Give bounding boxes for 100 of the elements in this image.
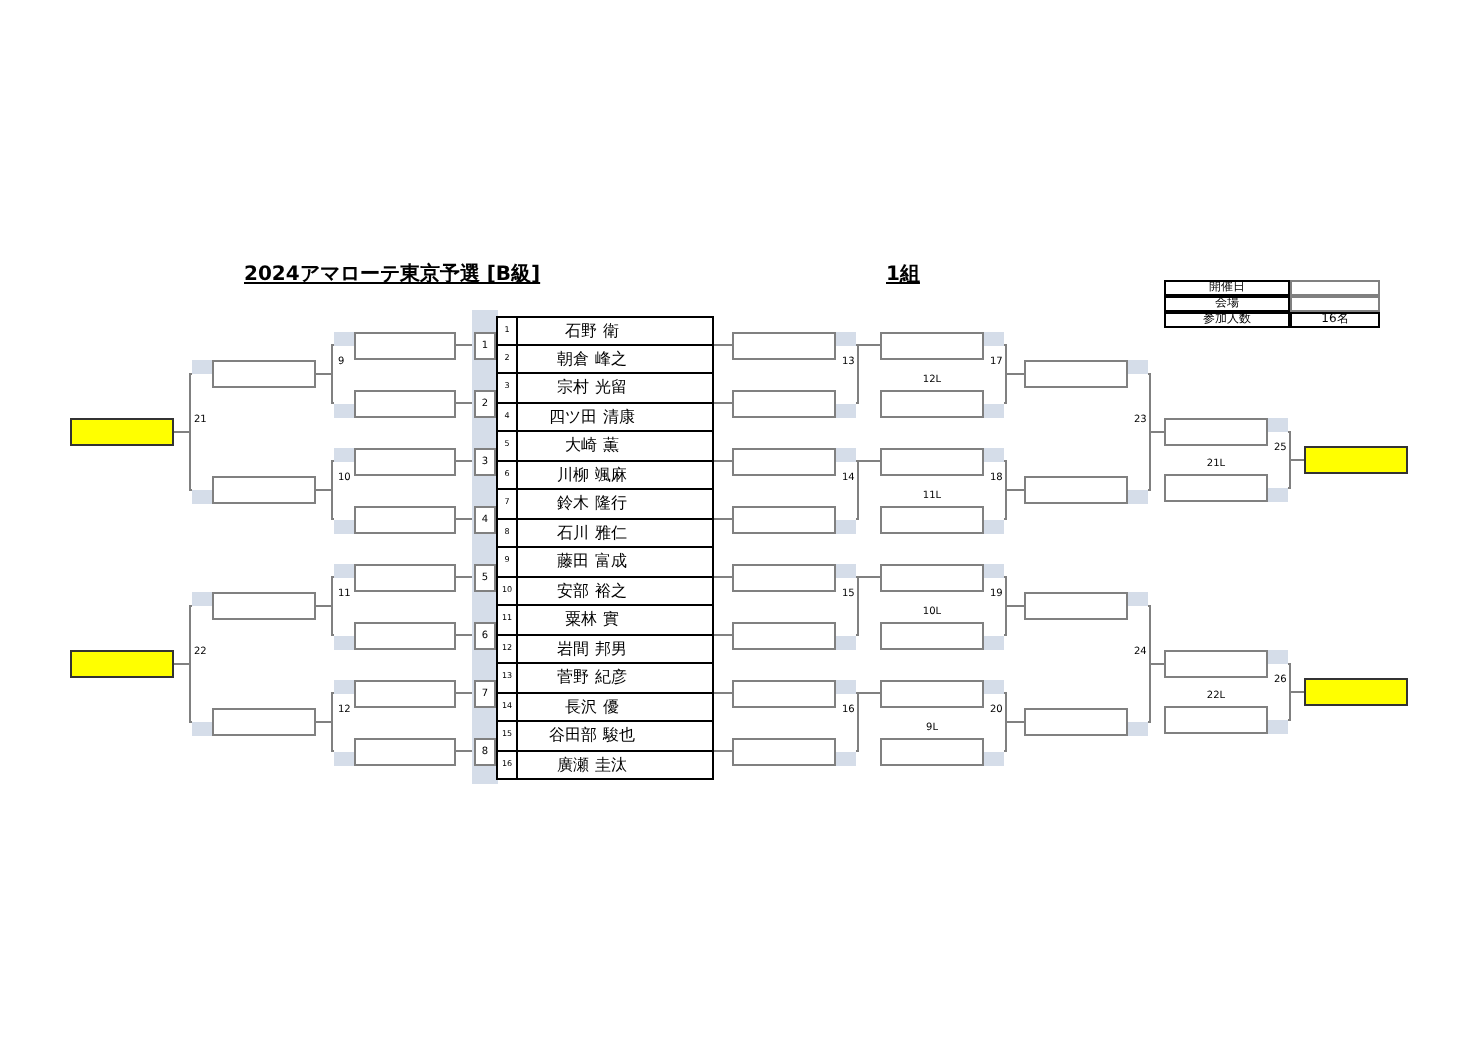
player-name: 大崎 薫 xyxy=(563,434,621,456)
bracket-box xyxy=(732,679,856,707)
bracket-box xyxy=(334,447,456,475)
winner-box xyxy=(1304,678,1408,706)
bracket-box xyxy=(732,389,856,417)
player-name: 石川 雅仁 xyxy=(555,521,629,543)
player-row xyxy=(496,490,714,519)
player-name: 安部 裕之 xyxy=(555,579,629,601)
player-name: 長沢 優 xyxy=(563,695,621,717)
bracket-line xyxy=(713,634,733,636)
bracket-box xyxy=(880,447,1004,475)
group-heading: 1組 xyxy=(886,262,920,288)
bracket-box xyxy=(1024,592,1148,620)
bracket-line xyxy=(315,605,335,636)
title: 2024アマローテ東京予選 [B級] xyxy=(244,260,541,288)
winner-box xyxy=(70,650,174,678)
bracket-line xyxy=(713,460,733,462)
bracket-line xyxy=(1003,605,1025,636)
player-row xyxy=(496,316,714,345)
player-name: 谷田部 駿也 xyxy=(547,724,637,746)
player-row xyxy=(496,345,714,374)
bracket-line xyxy=(855,692,881,752)
bracket-box xyxy=(1164,418,1288,446)
player-name: 宗村 光留 xyxy=(555,376,629,398)
player-row xyxy=(496,664,714,693)
player-name: 石野 衛 xyxy=(563,320,621,342)
bracket-line xyxy=(713,750,733,752)
player-name: 菅野 紀彦 xyxy=(555,666,629,688)
bracket-line xyxy=(1003,721,1025,752)
player-name: 四ツ田 清康 xyxy=(547,405,637,427)
bracket-box xyxy=(732,621,856,649)
bracket-box xyxy=(732,505,856,533)
bracket-box xyxy=(334,621,456,649)
bracket-line xyxy=(713,518,733,520)
bracket-line xyxy=(713,402,733,404)
player-name: 朝倉 峰之 xyxy=(555,347,629,369)
bracket-line xyxy=(855,460,881,520)
bracket-box xyxy=(880,679,1004,707)
bracket-box xyxy=(880,621,1004,649)
bracket-line xyxy=(315,721,335,752)
player-name: 藤田 富成 xyxy=(555,550,629,572)
player-row xyxy=(496,519,714,548)
player-row xyxy=(496,461,714,490)
bracket-line xyxy=(1003,373,1025,404)
bracket-line xyxy=(855,576,881,636)
bracket-box xyxy=(192,476,316,504)
bracket-line xyxy=(1287,691,1305,721)
bracket-box xyxy=(192,592,316,620)
player-row xyxy=(496,606,714,635)
bracket-line xyxy=(173,663,193,723)
winner-box xyxy=(1304,446,1408,474)
bracket-box xyxy=(1164,650,1288,678)
bracket-box xyxy=(1164,706,1288,734)
bracket-box xyxy=(880,505,1004,533)
player-row xyxy=(496,403,714,432)
player-row xyxy=(496,722,714,751)
bracket-box xyxy=(1024,708,1148,736)
bracket-line xyxy=(713,692,733,694)
bracket-box xyxy=(880,331,1004,359)
bracket-line xyxy=(713,576,733,578)
player-name: 粟林 實 xyxy=(563,608,621,630)
bracket-line xyxy=(1003,489,1025,520)
bracket-line xyxy=(713,344,733,346)
bracket-box xyxy=(334,737,456,765)
bracket-line xyxy=(315,373,335,404)
bracket-box xyxy=(1024,476,1148,504)
bracket-line xyxy=(1147,431,1165,491)
bracket-box xyxy=(880,563,1004,591)
bracket-line xyxy=(1287,459,1305,489)
bracket-box xyxy=(880,737,1004,765)
player-name: 岩間 邦男 xyxy=(555,637,629,659)
player-row xyxy=(496,432,714,461)
player-row xyxy=(496,751,714,780)
bracket-box xyxy=(1024,360,1148,388)
bracket-line xyxy=(1147,663,1165,723)
player-name: 鈴木 隆行 xyxy=(555,492,629,514)
bracket-box xyxy=(334,331,456,359)
bracket-box xyxy=(192,708,316,736)
bracket-box xyxy=(334,505,456,533)
bracket-box xyxy=(1164,474,1288,502)
bracket-box xyxy=(732,563,856,591)
bracket-line xyxy=(173,431,193,491)
player-row xyxy=(496,374,714,403)
bracket-box xyxy=(732,447,856,475)
bracket-box xyxy=(192,360,316,388)
bracket-box xyxy=(334,563,456,591)
bracket-box xyxy=(732,737,856,765)
player-row xyxy=(496,577,714,606)
player-name: 廣瀬 圭汰 xyxy=(555,753,629,775)
winner-box xyxy=(70,418,174,446)
player-row xyxy=(496,548,714,577)
bracket-box xyxy=(334,679,456,707)
player-name: 川柳 颯麻 xyxy=(555,463,629,485)
player-row xyxy=(496,693,714,722)
player-row xyxy=(496,635,714,664)
bracket-line xyxy=(855,344,881,404)
bracket-box xyxy=(334,389,456,417)
bracket-box xyxy=(732,331,856,359)
bracket-line xyxy=(315,489,335,520)
bracket-box xyxy=(880,389,1004,417)
